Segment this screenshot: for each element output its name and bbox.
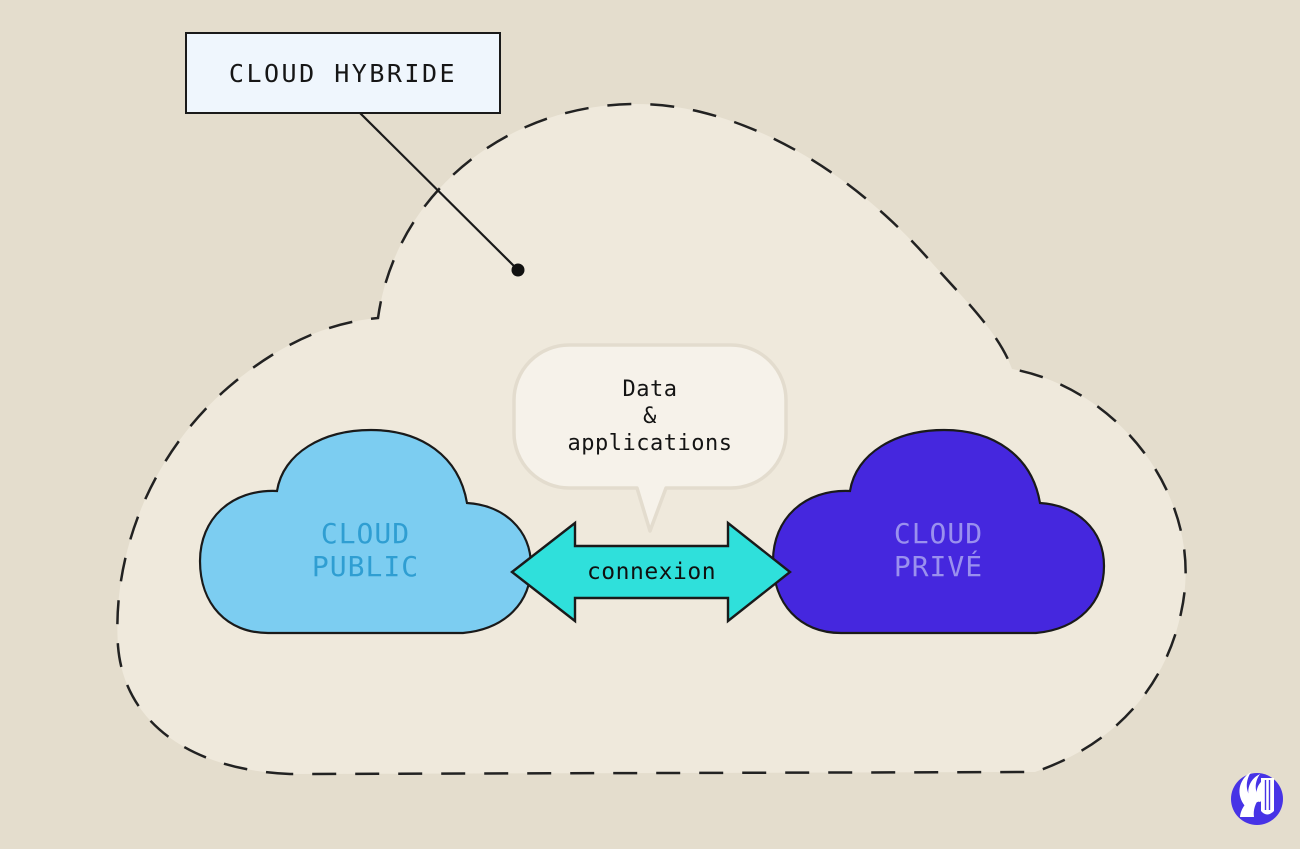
logo-badge: [1231, 772, 1283, 825]
connection-arrow: [510, 520, 792, 624]
label-connector-line: [359, 112, 519, 271]
label-connector-dot: [511, 263, 525, 277]
speech-bubble: [512, 343, 788, 533]
hybrid-label-box: [185, 32, 501, 114]
sphinx-wing-logo-icon: [1239, 772, 1274, 817]
